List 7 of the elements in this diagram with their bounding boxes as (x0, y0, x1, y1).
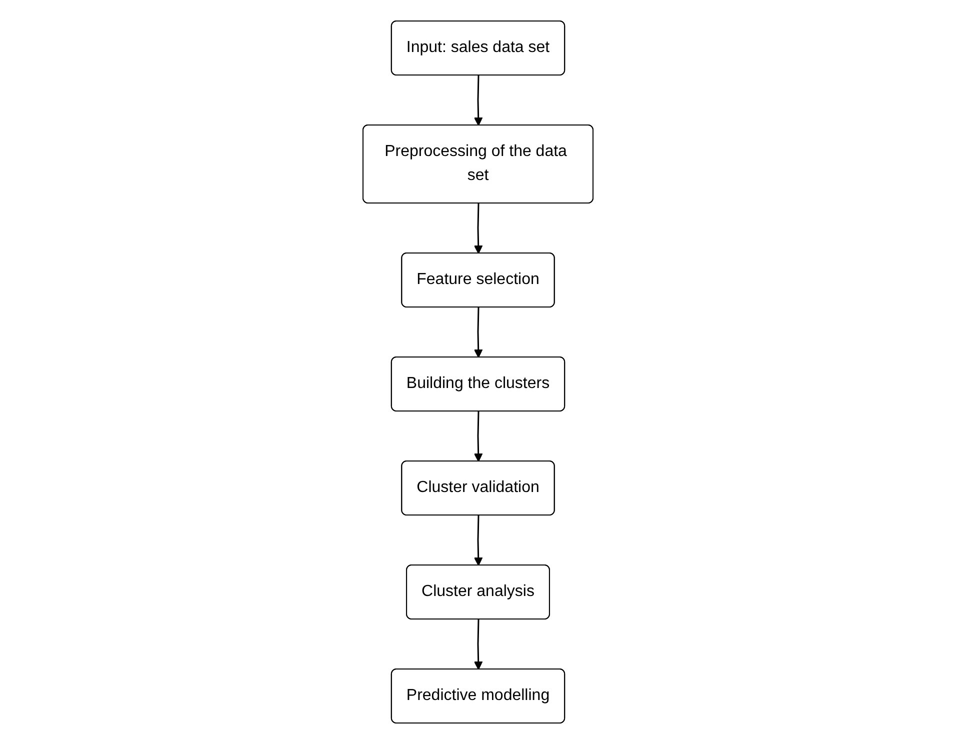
arrow (474, 411, 483, 462)
arrow (474, 619, 483, 670)
arrow (474, 75, 483, 126)
node-text: Preprocessing of the data set (384, 143, 567, 184)
arrow (474, 515, 483, 566)
arrow (474, 307, 483, 358)
arrow (474, 203, 483, 254)
